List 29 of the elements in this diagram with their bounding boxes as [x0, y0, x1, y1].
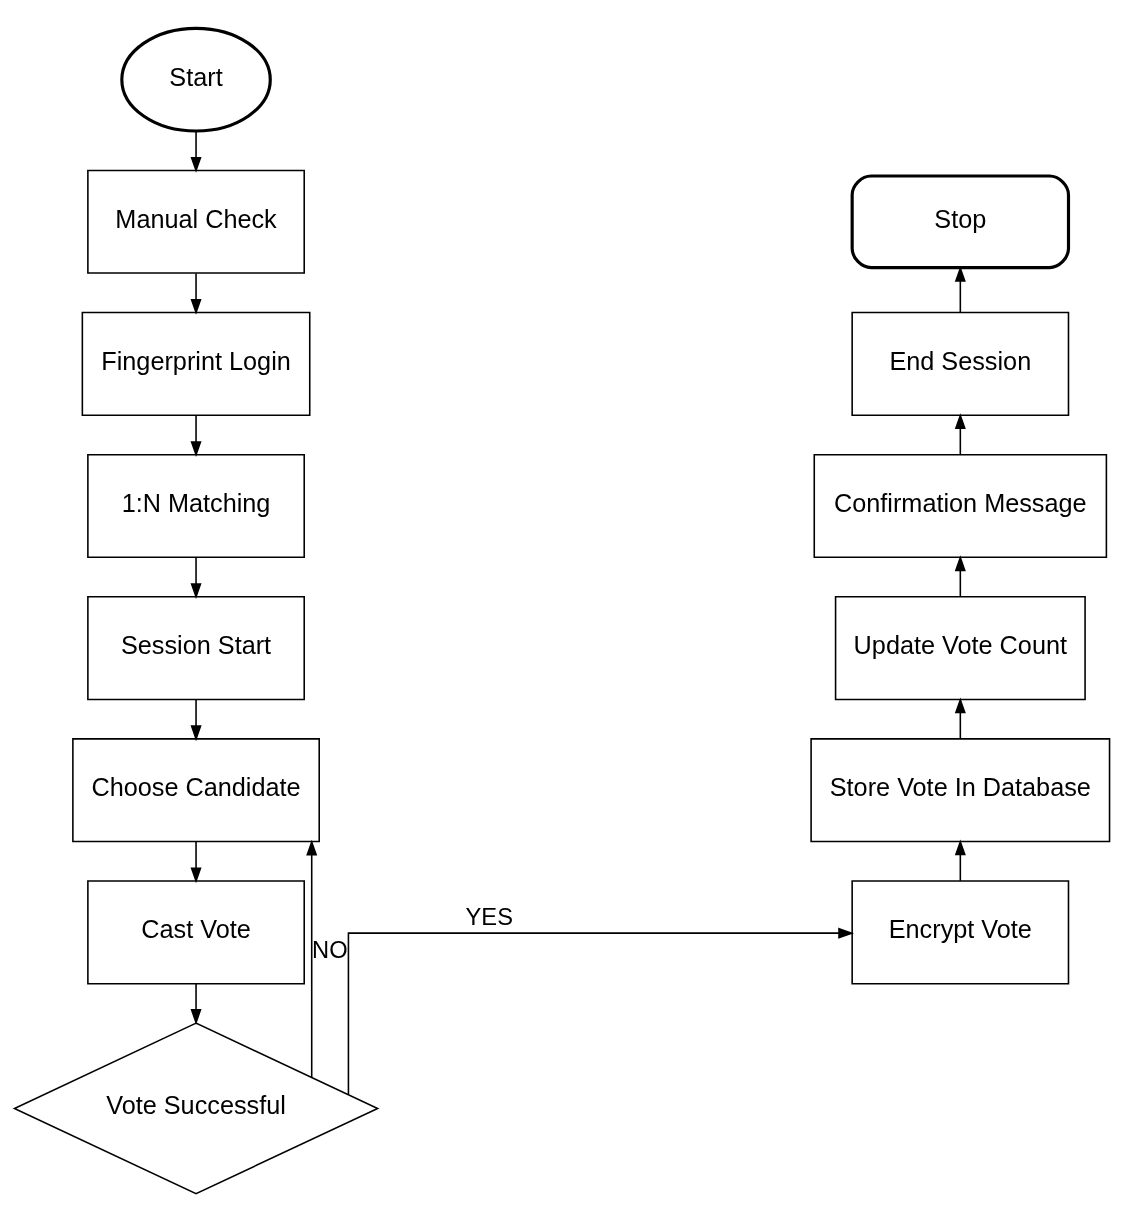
- arrow: [954, 839, 966, 882]
- node-diamond: Vote Successful: [12, 1022, 380, 1195]
- arrow: [190, 699, 202, 742]
- node-box: Store Vote In Database: [810, 738, 1111, 843]
- node-box: Cast Vote: [87, 880, 305, 985]
- arrow: [190, 982, 202, 1025]
- node-box: Stop: [850, 174, 1071, 270]
- arrow: [306, 839, 318, 1079]
- node-box: Confirmation Message: [813, 453, 1108, 559]
- node-box: End Session: [851, 311, 1070, 416]
- arrow: [954, 413, 966, 456]
- arrow: [190, 130, 202, 173]
- node-box: Choose Candidate: [72, 738, 320, 843]
- node-ellipse: Start: [120, 26, 272, 133]
- arrow: [190, 414, 202, 457]
- edge-label: NO: [312, 937, 348, 964]
- node-box: Fingerprint Login: [81, 311, 311, 416]
- node-box: Manual Check: [87, 169, 305, 274]
- node-box: Encrypt Vote: [851, 880, 1070, 985]
- node-box: 1:N Matching: [87, 453, 305, 559]
- arrow: [190, 841, 202, 884]
- arrow: [347, 927, 855, 1096]
- arrow: [190, 556, 202, 600]
- arrow: [190, 272, 202, 315]
- node-box: Update Vote Count: [834, 596, 1086, 701]
- arrow: [954, 555, 966, 598]
- arrow: [954, 697, 966, 740]
- node-box: Session Start: [87, 596, 305, 701]
- edge-label: YES: [465, 904, 513, 931]
